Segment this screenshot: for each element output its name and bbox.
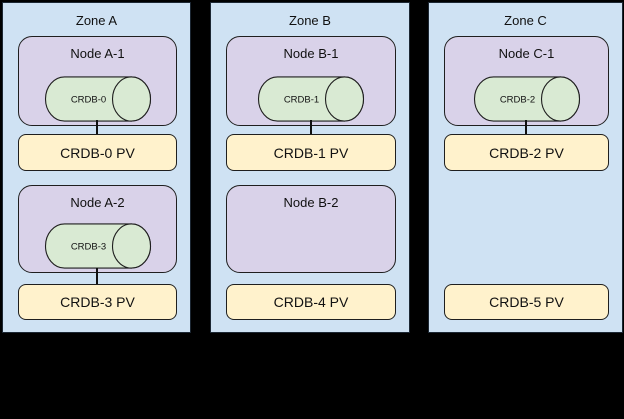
cylinder-cap (324, 76, 365, 122)
pod-to-pv-connector (96, 268, 98, 286)
pv-box: CRDB-5 PV (444, 284, 609, 320)
node-c-1: Node C-1 CRDB-2 (444, 36, 609, 126)
pod-label: CRDB-2 (499, 95, 534, 106)
crdb-pod-cylinder-icon: CRDB-1 (257, 76, 365, 122)
zone-a: Zone A Node A-1 CRDB-0 CRDB-0 PV Node A-… (2, 2, 191, 333)
zone-b: Zone B Node B-1 CRDB-1 CRDB-1 PV Node B-… (210, 2, 410, 333)
node-title: Node B-2 (283, 195, 339, 210)
cylinder-cap (540, 76, 580, 122)
node-title: Node C-1 (498, 46, 555, 61)
zone-title: Zone B (289, 13, 331, 28)
node-title: Node A-2 (70, 195, 125, 210)
crdb-pod-cylinder-icon: CRDB-2 (473, 76, 580, 122)
pv-label: CRDB-3 PV (60, 294, 135, 310)
pod-to-pv-connector (525, 120, 527, 136)
node-a-1: Node A-1 CRDB-0 (18, 36, 177, 126)
cylinder-cap (111, 76, 151, 122)
pv-box: CRDB-2 PV (444, 134, 609, 171)
pod-to-pv-connector (96, 120, 98, 136)
pv-label: CRDB-2 PV (489, 144, 564, 161)
zone-title: Zone A (75, 13, 118, 28)
pod-to-pv-connector (309, 120, 312, 136)
pod-label: CRDB-0 (70, 95, 105, 106)
node-title: Node B-1 (283, 46, 339, 61)
node-a-2: Node A-2 CRDB-3 (18, 185, 177, 273)
zone-title: Zone C (504, 13, 547, 28)
pv-box: CRDB-0 PV (18, 134, 177, 171)
pv-box: CRDB-1 PV (226, 134, 396, 171)
crdb-pod-cylinder-icon: CRDB-0 (44, 76, 151, 122)
node-title: Node A-1 (70, 46, 125, 61)
pv-label: CRDB-5 PV (489, 294, 564, 310)
pv-label: CRDB-4 PV (273, 294, 349, 310)
crdb-pod-cylinder-icon: CRDB-3 (44, 223, 151, 269)
zone-c: Zone C Node C-1 CRDB-2 CRDB-2 PV CRDB-5 … (428, 2, 623, 333)
pod-label: CRDB-1 (284, 95, 319, 106)
node-b-2: Node B-2 (226, 185, 396, 273)
pv-label: CRDB-0 PV (60, 144, 135, 161)
pv-box: CRDB-4 PV (226, 284, 396, 320)
node-b-1: Node B-1 CRDB-1 (226, 36, 396, 126)
pv-label: CRDB-1 PV (273, 144, 349, 161)
pv-box: CRDB-3 PV (18, 284, 177, 320)
cylinder-cap (111, 223, 151, 269)
pod-label: CRDB-3 (70, 242, 105, 253)
